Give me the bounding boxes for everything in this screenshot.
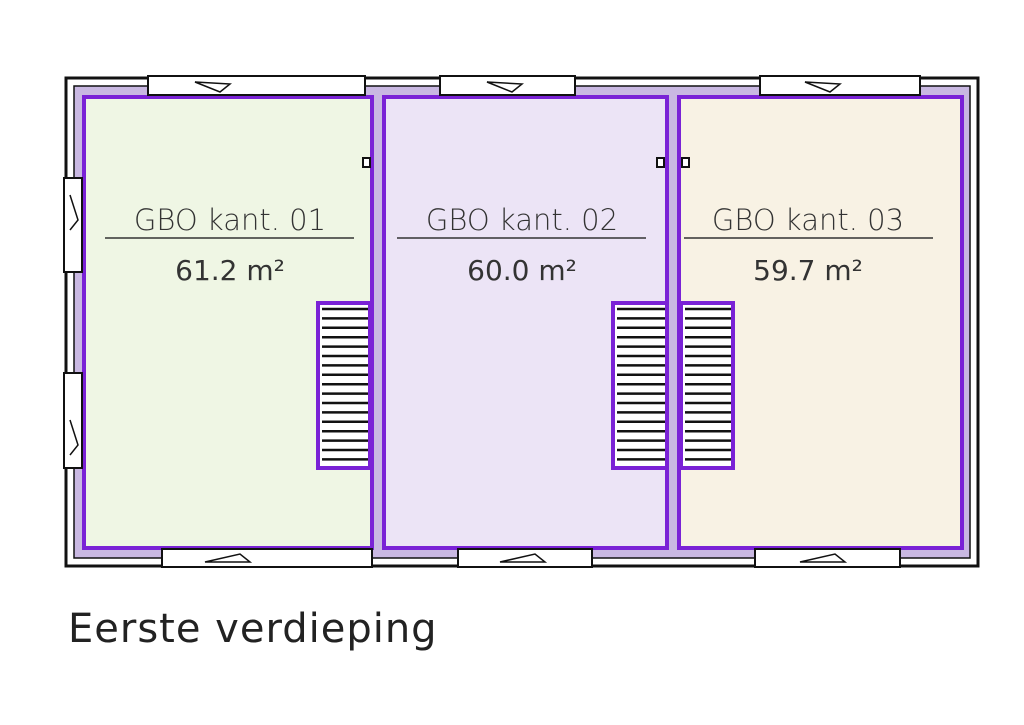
room-area: 60.0 m²: [467, 254, 577, 287]
windows: [63, 75, 921, 568]
room-area: 59.7 m²: [753, 254, 863, 287]
stairs: [316, 301, 735, 470]
window-swing-marks: [69, 81, 848, 563]
floor-title: Eerste verdieping: [68, 606, 438, 652]
room-name: GBO kant. 03: [712, 203, 904, 237]
room-name: GBO kant. 02: [426, 203, 618, 237]
room-area: 61.2 m²: [175, 254, 285, 287]
socket-marks: [362, 157, 690, 168]
room-name: GBO kant. 01: [134, 203, 326, 237]
